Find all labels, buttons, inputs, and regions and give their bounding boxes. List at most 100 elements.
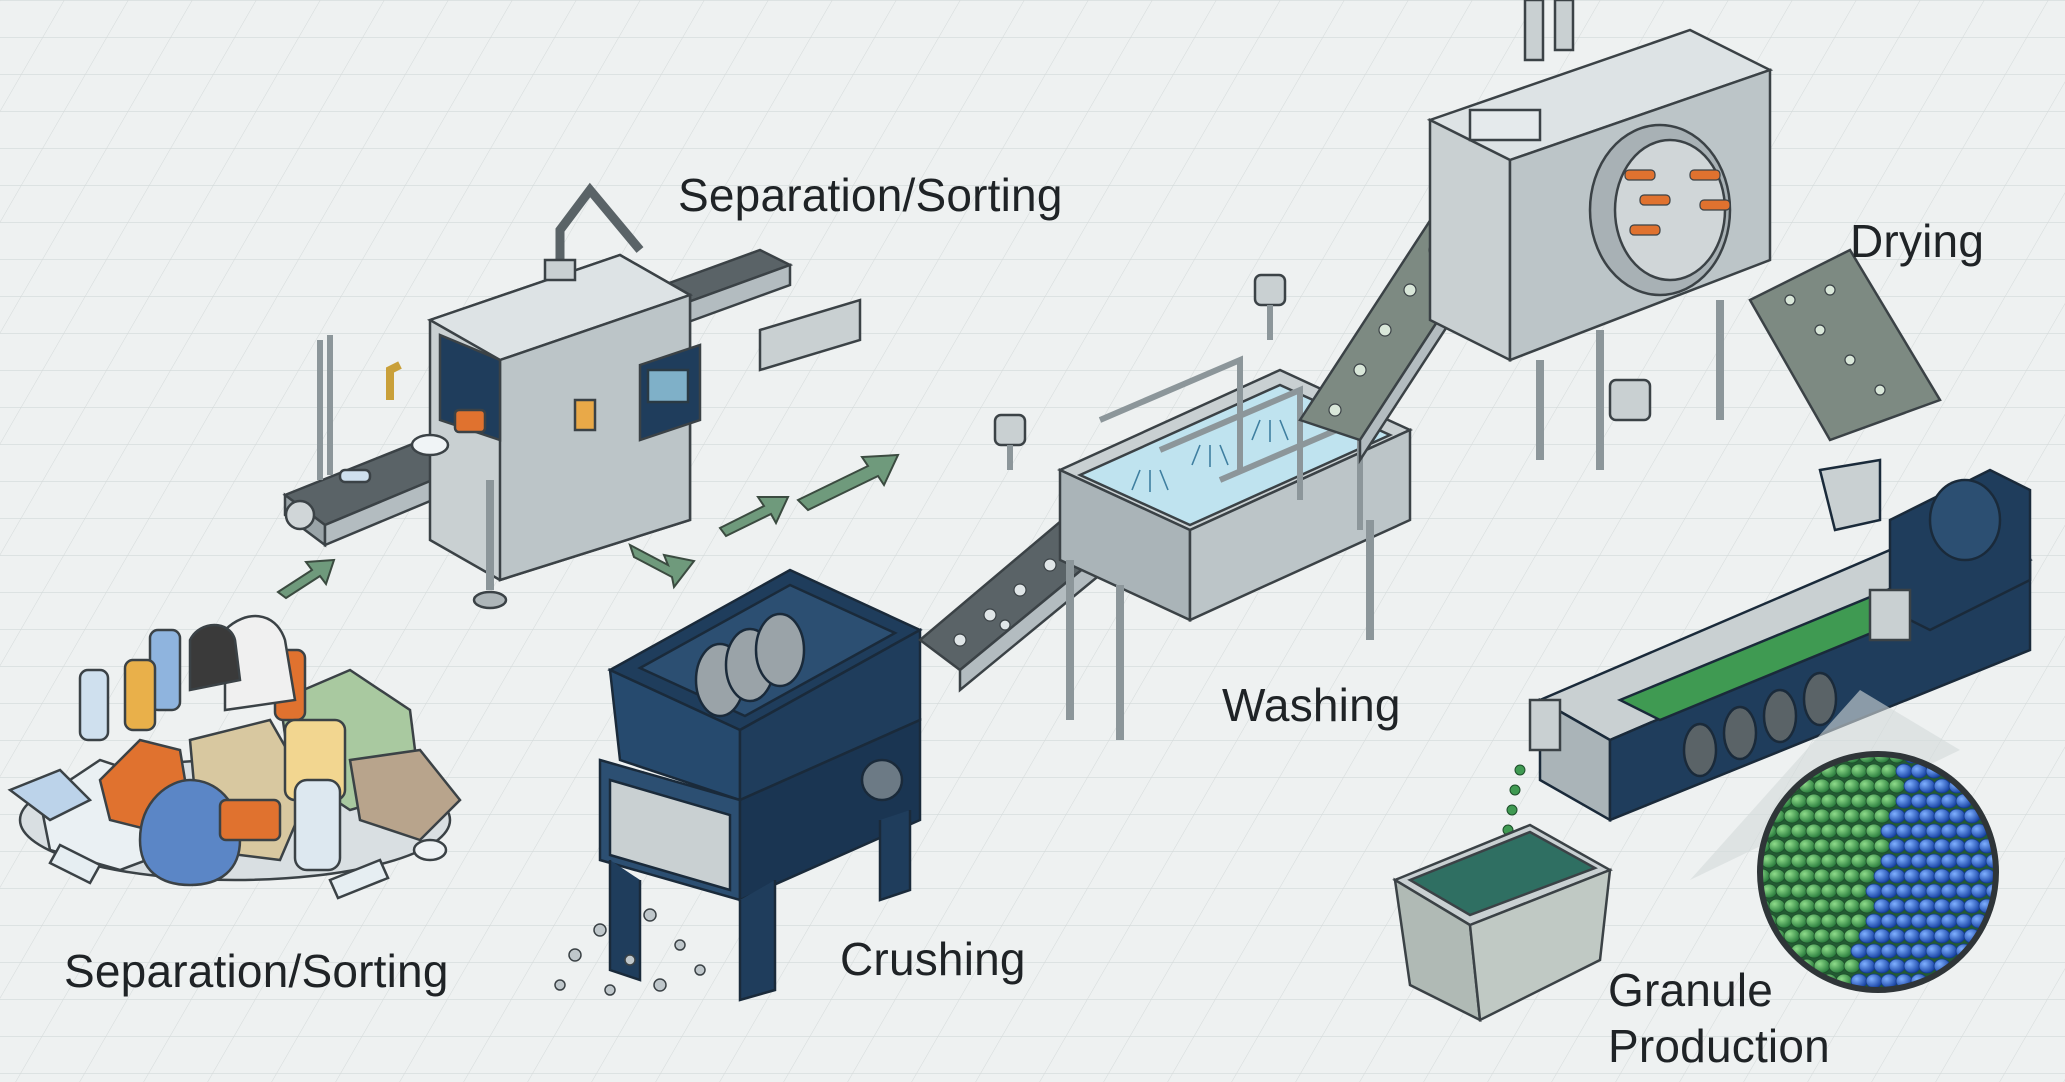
granule-bead xyxy=(1858,928,1876,944)
granule-bead xyxy=(1880,913,1898,929)
granule-bead xyxy=(1865,763,1883,779)
granule-bead xyxy=(1888,898,1906,914)
crusher-icon xyxy=(554,568,923,1002)
granule-bead xyxy=(1963,898,1981,914)
granule-bead xyxy=(1873,928,1891,944)
granule-bead xyxy=(1798,868,1816,884)
granule-bead xyxy=(1925,793,1943,809)
label-washing: Washing xyxy=(1222,679,1401,731)
granule-bead xyxy=(1925,943,1943,959)
granule-bead xyxy=(1805,823,1823,839)
granule-bead xyxy=(1888,868,1906,884)
label-granule-line1: Granule xyxy=(1608,964,1774,1016)
granule-bead xyxy=(1783,928,1801,944)
granule-bead xyxy=(1805,913,1823,929)
granule-bead xyxy=(1798,808,1816,824)
granule-bead xyxy=(1768,898,1786,914)
granule-bead xyxy=(1955,913,1973,929)
granule-bead xyxy=(1843,898,1861,914)
granule-bead xyxy=(1805,883,1823,899)
granule-bead xyxy=(1813,898,1831,914)
granule-bead xyxy=(1970,883,1988,899)
granule-bead xyxy=(1903,808,1921,824)
granule-bead xyxy=(1850,943,1868,959)
granule-bead xyxy=(1768,868,1786,884)
granule-bead xyxy=(1933,898,1951,914)
granule-bead xyxy=(1903,958,1921,974)
granule-bead xyxy=(1873,778,1891,794)
granule-bead xyxy=(1783,808,1801,824)
granule-bead xyxy=(1903,928,1921,944)
granule-bead xyxy=(1880,763,1898,779)
granule-bead xyxy=(1820,943,1838,959)
granule-bead xyxy=(1850,793,1868,809)
granule-bead xyxy=(1873,808,1891,824)
granule-bead xyxy=(1948,868,1966,884)
granule-bead xyxy=(1880,943,1898,959)
granule-bead xyxy=(1933,808,1951,824)
granule-bead xyxy=(1828,868,1846,884)
granule-bead xyxy=(1895,823,1913,839)
granule-bead xyxy=(1858,868,1876,884)
granule-bead xyxy=(1940,823,1958,839)
granule-bead xyxy=(1828,778,1846,794)
granule-bead xyxy=(1820,823,1838,839)
granule-bead xyxy=(1843,868,1861,884)
granule-bead xyxy=(1940,883,1958,899)
granule-bead xyxy=(1948,898,1966,914)
granule-bead xyxy=(1948,928,1966,944)
granule-bead xyxy=(1805,793,1823,809)
granule-bead xyxy=(1790,883,1808,899)
granule-bead xyxy=(1910,883,1928,899)
granule-bead xyxy=(1813,868,1831,884)
granule-bead xyxy=(1835,943,1853,959)
granule-bead xyxy=(1858,808,1876,824)
granule-bead xyxy=(1783,868,1801,884)
flow-arrows xyxy=(276,453,900,600)
granule-bead xyxy=(1858,778,1876,794)
granule-bead xyxy=(1850,823,1868,839)
granule-bead xyxy=(1910,853,1928,869)
granule-bead xyxy=(1820,853,1838,869)
granule-bead xyxy=(1858,898,1876,914)
granule-bead xyxy=(1843,808,1861,824)
granule-bead xyxy=(1955,853,1973,869)
granule-bead xyxy=(1873,838,1891,854)
granule-bead xyxy=(1828,808,1846,824)
granule-bead xyxy=(1835,823,1853,839)
granule-bead xyxy=(1970,853,1988,869)
granule-bead xyxy=(1790,913,1808,929)
granule-bead xyxy=(1820,913,1838,929)
granule-bead xyxy=(1798,928,1816,944)
granule-bead xyxy=(1835,913,1853,929)
granule-bead xyxy=(1858,838,1876,854)
granule-bead xyxy=(1820,883,1838,899)
granule-bead xyxy=(1888,838,1906,854)
granule-bead xyxy=(1978,868,1996,884)
granule-bead xyxy=(1828,898,1846,914)
extruder-icon xyxy=(1502,458,2033,836)
granule-bead xyxy=(1798,838,1816,854)
granule-bead xyxy=(1948,838,1966,854)
granule-bead xyxy=(1843,958,1861,974)
granule-bead xyxy=(1918,898,1936,914)
granule-bead xyxy=(1865,883,1883,899)
granule-bead xyxy=(1813,808,1831,824)
granule-bead xyxy=(1933,868,1951,884)
granule-bead xyxy=(1820,793,1838,809)
granule-bead xyxy=(1865,793,1883,809)
granule-bead xyxy=(1783,838,1801,854)
granule-bead xyxy=(1850,883,1868,899)
granule-bead xyxy=(1940,793,1958,809)
granule-bead xyxy=(1963,838,1981,854)
granule-bead xyxy=(1775,883,1793,899)
granule-bead xyxy=(1843,838,1861,854)
granule-bead xyxy=(1850,913,1868,929)
granule-bead xyxy=(1843,928,1861,944)
granule-bead xyxy=(1933,778,1951,794)
granule-bead xyxy=(1850,853,1868,869)
granule-bead xyxy=(1798,898,1816,914)
granule-bead xyxy=(1895,883,1913,899)
granule-bead xyxy=(1895,943,1913,959)
granule-bead xyxy=(1865,913,1883,929)
